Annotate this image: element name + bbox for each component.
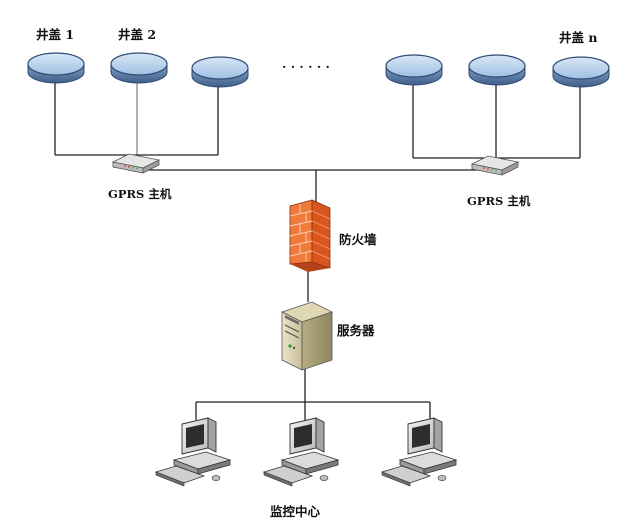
manhole-disk-2 <box>110 52 168 84</box>
firewall-label: 防火墙 <box>339 232 377 247</box>
gprs-router-right <box>471 155 519 176</box>
manhole-disk-3 <box>191 56 249 88</box>
manhole-disk-1 <box>27 52 85 84</box>
pc-icon-right <box>381 417 457 487</box>
monitor-center-label: 监控中心 <box>270 504 321 519</box>
ellipsis-dots: · · · · · · <box>282 59 330 74</box>
firewall-icon <box>289 199 331 272</box>
pc-icon-left <box>155 417 231 487</box>
manhole-disk-5 <box>468 54 526 86</box>
server-label: 服务器 <box>337 323 375 338</box>
connection-lines <box>54 80 581 420</box>
pc-icon-middle <box>263 417 339 487</box>
gprs-label-left: GPRS 主机 <box>108 187 172 201</box>
manhole-label-n: 井盖 n <box>559 30 597 45</box>
manhole-disk-n <box>552 56 610 88</box>
server-icon <box>280 301 334 371</box>
gprs-label-right: GPRS 主机 <box>467 194 531 208</box>
manhole-label-1: 井盖 1 <box>36 27 74 42</box>
manhole-disk-4 <box>385 54 443 86</box>
manhole-label-2: 井盖 2 <box>118 27 156 42</box>
